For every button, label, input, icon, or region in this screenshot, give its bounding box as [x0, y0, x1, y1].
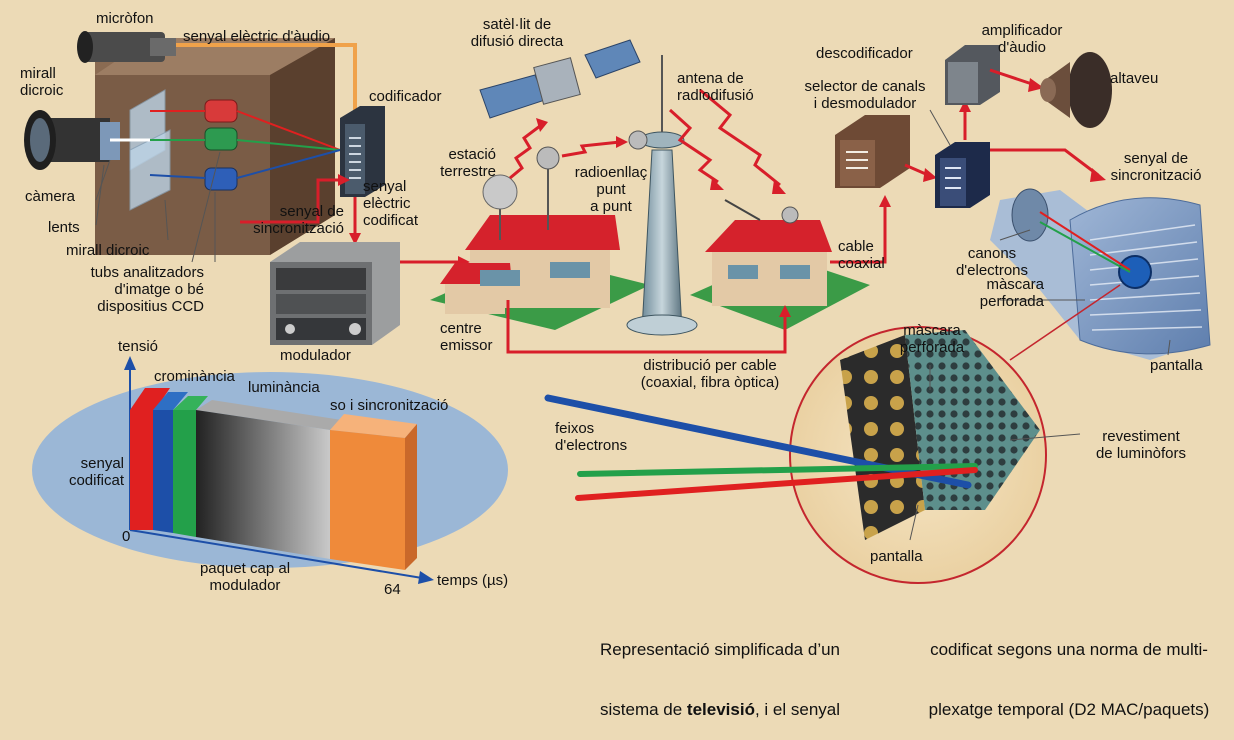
camera-label: càmera	[25, 188, 76, 205]
sound-sync-label: so i sincronització	[330, 397, 449, 414]
crt-tube	[990, 188, 1211, 360]
broadcast-centre-label: centre emissor	[440, 320, 493, 354]
zero-tick-label: 0	[122, 528, 131, 545]
time-axis-label: temps (µs)	[437, 572, 509, 589]
receiver-house	[690, 199, 870, 330]
caption-text: sistema de	[599, 700, 687, 719]
antenna-label: antena de radiodifusió	[677, 70, 754, 104]
phosphor-coating-label: revestiment de luminòfors	[1095, 428, 1187, 462]
end-tick-label: 64	[384, 581, 401, 598]
broadcast-tower	[626, 55, 698, 336]
mask-zoom-label: màscara perforada	[899, 322, 965, 356]
broadcast-centre	[430, 174, 650, 330]
ground-station-label: estació terrestre	[440, 146, 496, 180]
modulator-label: modulador	[280, 347, 351, 364]
signal-packet	[32, 356, 508, 584]
channel-selector-box	[835, 115, 910, 188]
screen-label: pantalla	[1150, 357, 1203, 374]
microphone-label: micròfon	[96, 10, 154, 27]
caption-left: Representació simplificada d’un sistema …	[570, 600, 870, 740]
audio-amplifier	[945, 45, 1000, 105]
decoder-label: descodificador	[816, 45, 913, 62]
encoder-label: codificador	[369, 88, 442, 105]
modulator-unit	[270, 242, 400, 345]
encoded-signal-label: senyal elèctric codificat	[363, 178, 419, 229]
camera-assembly	[24, 31, 341, 255]
satellite	[479, 39, 641, 119]
lens-label: lents	[48, 219, 80, 236]
packet-to-modulator-label: paquet cap al modulador	[199, 560, 291, 594]
channel-selector-label: selector de canals i desmodulador	[804, 78, 926, 112]
screen-zoom-label: pantalla	[870, 548, 923, 565]
coax-cable-label: cable coaxial	[838, 238, 885, 272]
decoder-box	[935, 142, 990, 208]
encoder-box	[340, 106, 385, 197]
chrominance-label: crominància	[154, 368, 235, 385]
diagram-stage: micròfon senyal elèctric d'àudio mirall …	[20, 10, 1211, 719]
caption-right-line1: codificat segons una norma de multi-	[930, 640, 1208, 659]
speaker	[1040, 52, 1112, 128]
caption-left-line1: Representació simplificada d’un	[599, 640, 841, 659]
tv-sync-signal-label: senyal de sincronització	[1110, 150, 1202, 184]
electron-beams-label: feixos d'electrons	[555, 420, 628, 454]
dichroic-mirror-top-label: mirall dicroic	[20, 65, 64, 99]
caption-right: codificat segons una norma de multi- ple…	[904, 600, 1234, 740]
satellite-label: satèl·lit de difusió directa	[470, 16, 564, 50]
dichroic-mirror-bottom-label: mirall dicroic	[66, 242, 150, 259]
encoded-signal-packet-label: senyal codificat	[68, 455, 124, 489]
cable-distribution-label: distribució per cable (coaxial, fibra òp…	[640, 357, 780, 391]
caption-bold-text: televisió	[686, 700, 755, 719]
audio-signal-label: senyal elèctric d'àudio	[183, 28, 331, 45]
audio-amp-label: amplificador d'àudio	[981, 22, 1063, 56]
sync-signal-label: senyal de sincronització	[253, 203, 344, 237]
caption-text-end: , i el senyal	[754, 700, 841, 719]
caption-right-line2: plexatge temporal (D2 MAC/paquets)	[928, 700, 1210, 719]
caption-left-line2: sistema de televisió, i el senyal	[570, 700, 870, 720]
radio-link-label: radioenllaç punt a punt	[574, 164, 648, 215]
zoom-circle	[789, 284, 1121, 584]
analyzer-tubes-label: tubs analitzadors d'imatge o bé disposit…	[90, 264, 204, 315]
electron-guns-label: canons d'electrons	[955, 245, 1029, 279]
voltage-axis-label: tensió	[118, 338, 159, 355]
speaker-label: altaveu	[1110, 70, 1159, 87]
luminance-label: luminància	[248, 379, 320, 396]
shadow-mask-label: màscara perforada	[979, 276, 1044, 310]
diagram-illustration	[24, 31, 1211, 584]
